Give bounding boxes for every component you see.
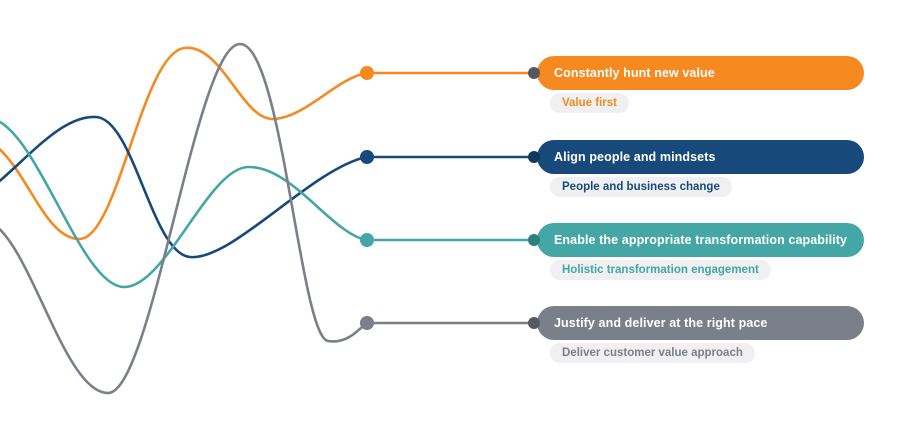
wave-line-capability xyxy=(0,120,368,289)
transition-dot-capability xyxy=(360,233,374,247)
capability-subtitle-badge-people: People and business change xyxy=(550,177,732,197)
capability-item-value: Constantly hunt new value Value first xyxy=(537,56,864,113)
capability-item-pace: Justify and deliver at the right pace De… xyxy=(537,306,864,363)
capability-subtitle-badge-capability: Holistic transformation engagement xyxy=(550,260,771,280)
transition-dot-pace xyxy=(360,316,374,330)
capability-pill-value: Constantly hunt new value xyxy=(537,56,864,90)
capability-pill-capability: Enable the appropriate transformation ca… xyxy=(537,223,864,257)
wave-line-value xyxy=(0,46,368,241)
wave-line-pace xyxy=(0,42,368,395)
capability-pill-pace: Justify and deliver at the right pace xyxy=(537,306,864,340)
transition-dot-value xyxy=(360,66,374,80)
capability-subtitle-badge-pace: Deliver customer value approach xyxy=(550,343,755,363)
wave-line-people xyxy=(0,115,368,259)
transition-dot-people xyxy=(360,150,374,164)
capability-title-pace: Justify and deliver at the right pace xyxy=(554,316,768,330)
capability-title-capability: Enable the appropriate transformation ca… xyxy=(554,233,848,247)
capability-title-people: Align people and mindsets xyxy=(554,150,716,164)
capability-title-value: Constantly hunt new value xyxy=(554,66,715,80)
capability-pill-people: Align people and mindsets xyxy=(537,140,864,174)
capability-item-capability: Enable the appropriate transformation ca… xyxy=(537,223,864,280)
capability-item-people: Align people and mindsets People and bus… xyxy=(537,140,864,197)
capability-subtitle-badge-value: Value first xyxy=(550,93,629,113)
